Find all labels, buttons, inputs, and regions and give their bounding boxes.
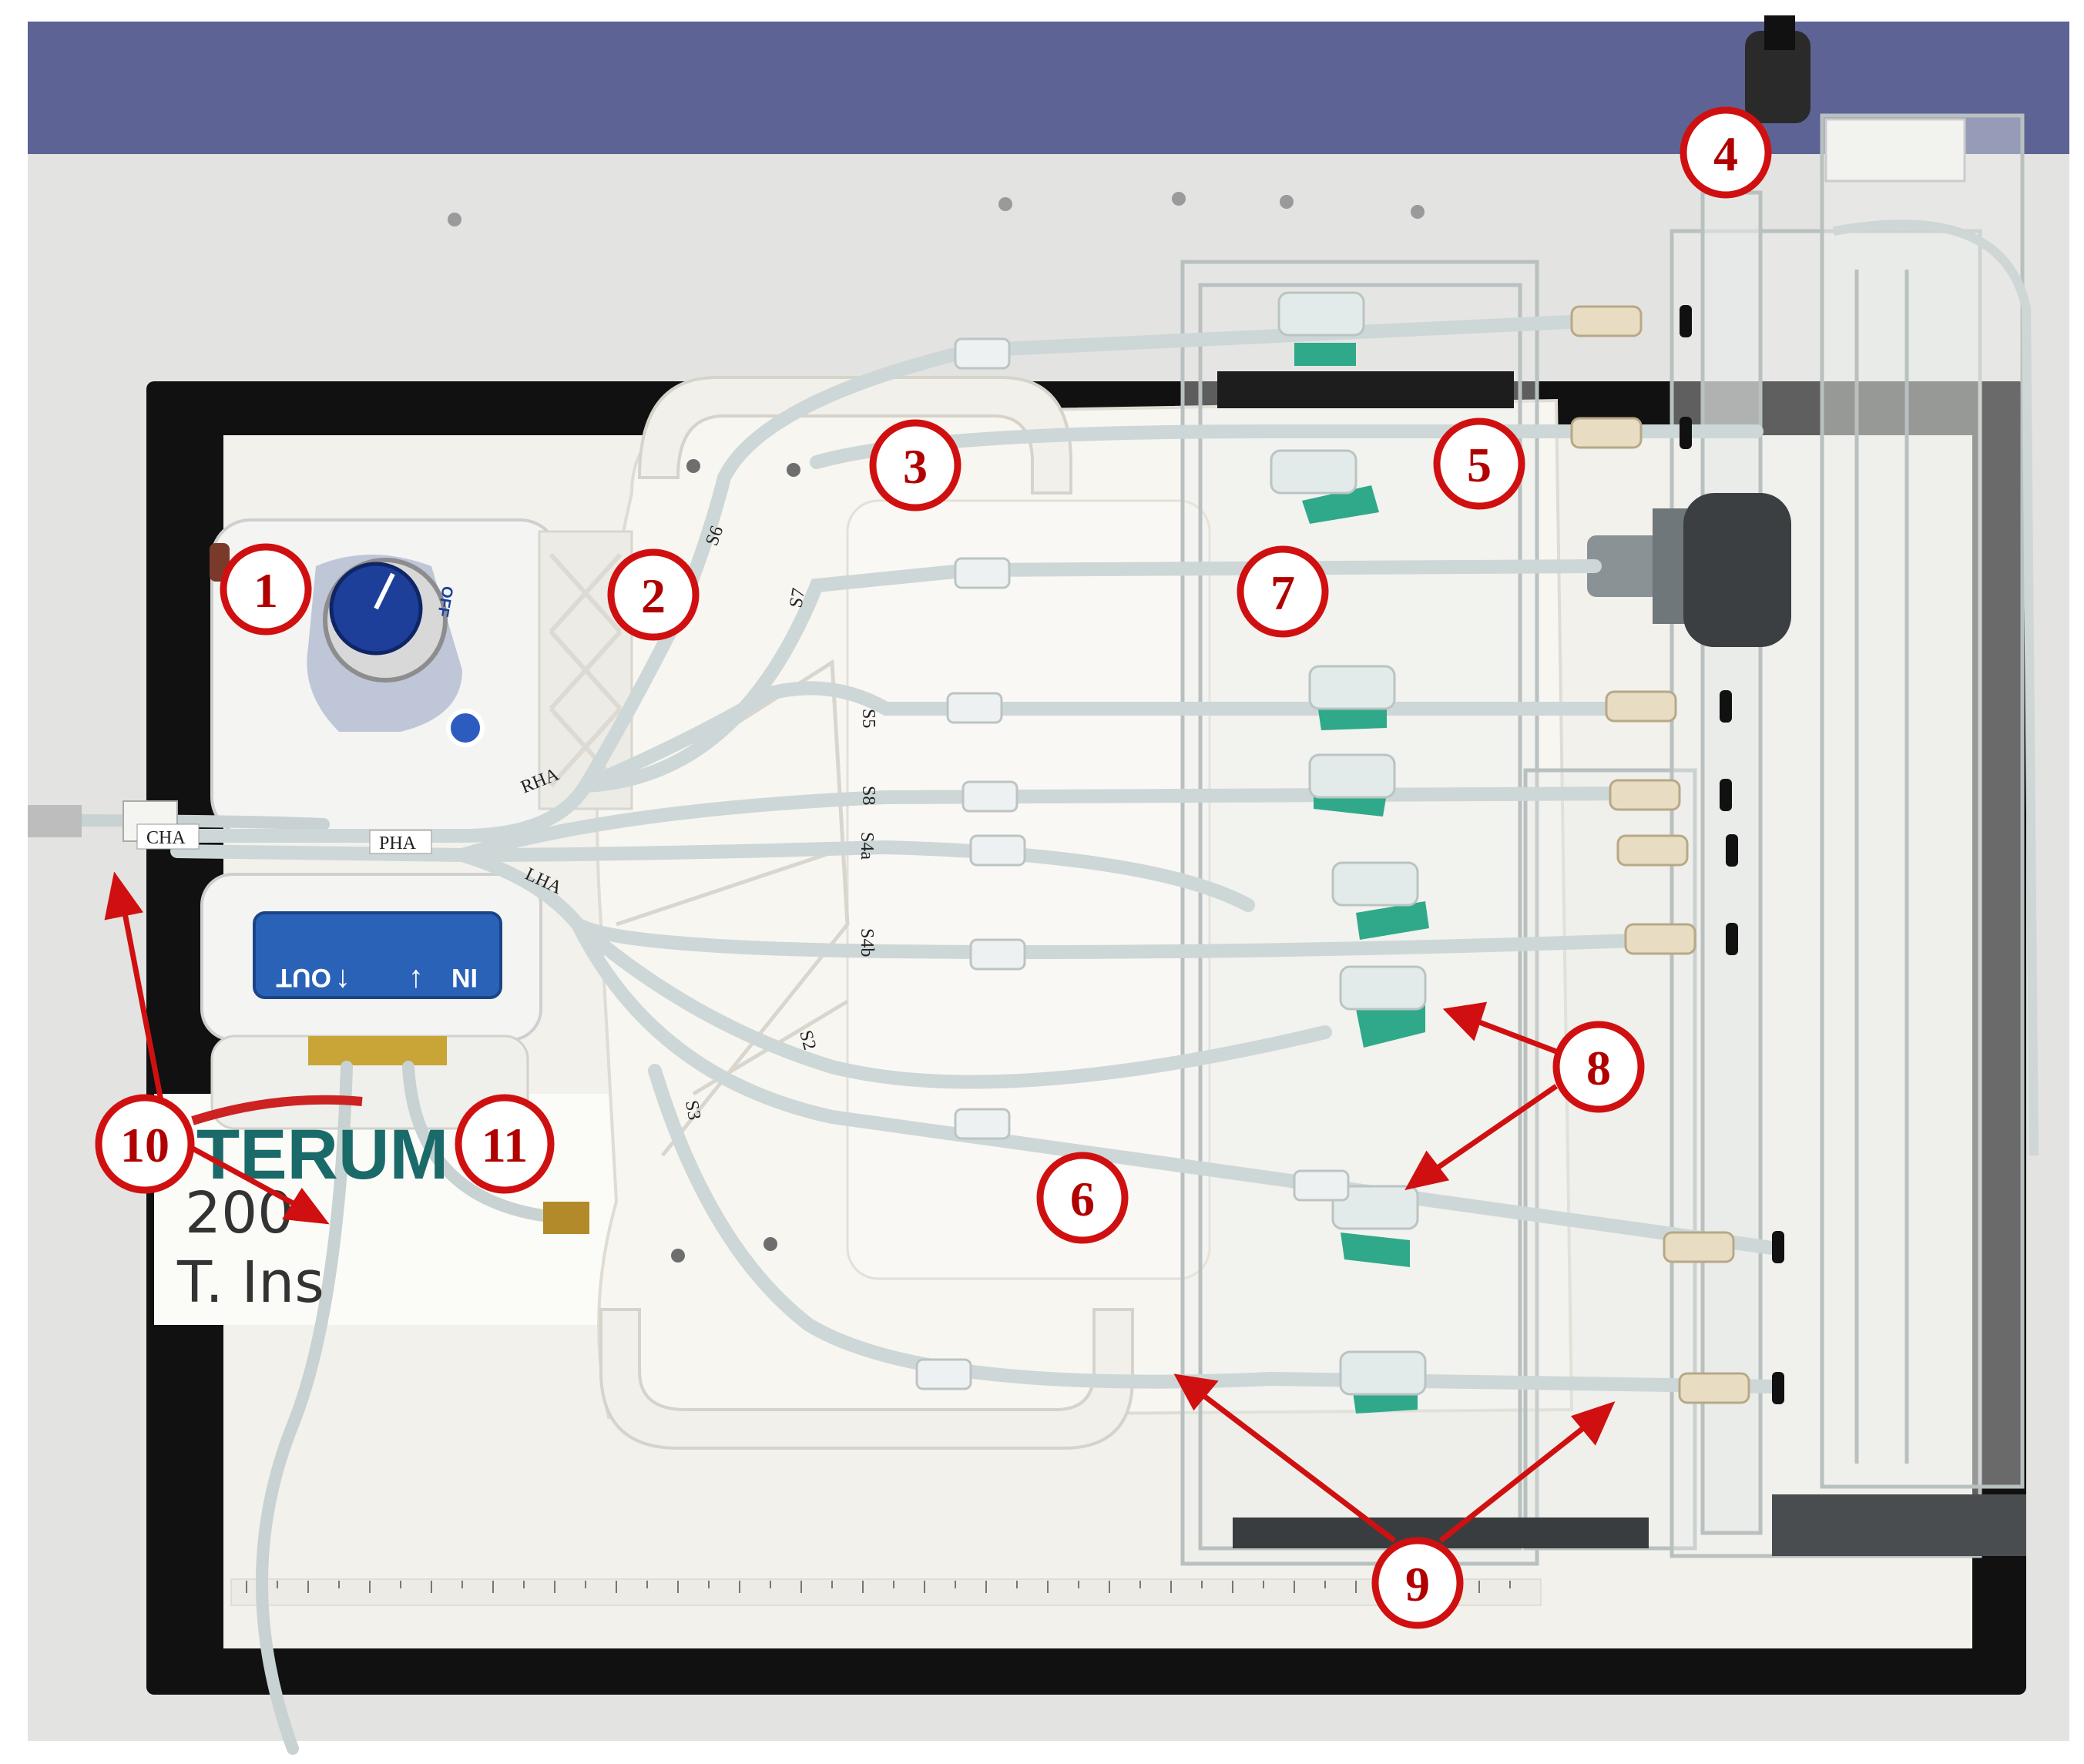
svg-text:8: 8 [1586,1041,1611,1095]
inline-couplers [915,337,1350,1390]
callout-11: 11 [455,1094,555,1194]
stopcock-valves [1270,291,1429,1414]
callout-7: 7 [1237,545,1329,638]
label-pha: PHA [379,833,417,853]
callout-6: 6 [1036,1152,1129,1244]
drain-fitting [1587,493,1791,647]
label-cha: CHA [146,828,186,848]
tube-labels: CHA PHA RHA LHA S6 S7 S5 S8 S4a S4b S2 S… [136,523,878,1122]
tank-bottom-strip [1233,1518,1649,1548]
tank-top-connector [1745,15,2039,1156]
callout-10: 10 [95,1094,195,1194]
callout-3: 3 [869,419,961,511]
svg-text:7: 7 [1270,565,1295,620]
pump-in-label: IN [451,963,478,992]
pump-out-arrow-icon: ↑ [335,964,351,998]
svg-text:2: 2 [641,568,666,623]
vessel-tubing [170,313,1779,1393]
callout-1: 1 [220,543,312,636]
pump-flow-panel: OUT ↑ ↓ IN [253,911,502,999]
callout-2: 2 [607,548,700,641]
power-indicator[interactable] [446,709,485,747]
port-orings [1680,305,1784,1404]
svg-text:9: 9 [1405,1557,1430,1611]
label-s3: S3 [681,1099,704,1122]
luer-connectors [1570,305,1750,1404]
callout-arrows [104,871,1616,1543]
label-s8: S8 [858,786,878,805]
svg-text:11: 11 [482,1118,528,1172]
svg-text:5: 5 [1467,438,1492,492]
manufacturer-logo: TERUM [191,1095,448,1194]
tank-dark-strip [1217,371,1514,408]
callout-8: 8 [1552,1021,1645,1113]
right-tank-base [1772,1494,2026,1556]
callout-markers: 1 2 3 4 5 6 7 8 [95,106,1772,1629]
pump-tubing [28,800,589,1755]
callout-9: 9 [1371,1537,1464,1629]
svg-text:6: 6 [1070,1172,1095,1226]
svg-text:3: 3 [903,439,928,494]
handwriting-line-2: T. Ins [176,1249,324,1316]
ruler [230,1578,1542,1606]
pump-outlet-block [308,1036,447,1065]
table-screws [448,192,1425,226]
logo-text: TERUM [196,1115,448,1194]
label-s7: S7 [786,587,809,609]
pump-control-panel: OFF [307,555,485,747]
svg-text:4: 4 [1713,126,1738,181]
label-s5: S5 [858,709,878,728]
svg-text:1: 1 [253,563,278,618]
pump-out-label: OUT [276,963,331,992]
svg-text:10: 10 [120,1118,169,1172]
label-s4b: S4b [857,928,877,957]
label-s4a: S4a [857,832,877,860]
callout-5: 5 [1433,418,1525,510]
handwriting-line-1: 200 [185,1180,294,1246]
callout-4: 4 [1680,106,1772,199]
pump-in-arrow-icon: ↓ [408,964,424,998]
